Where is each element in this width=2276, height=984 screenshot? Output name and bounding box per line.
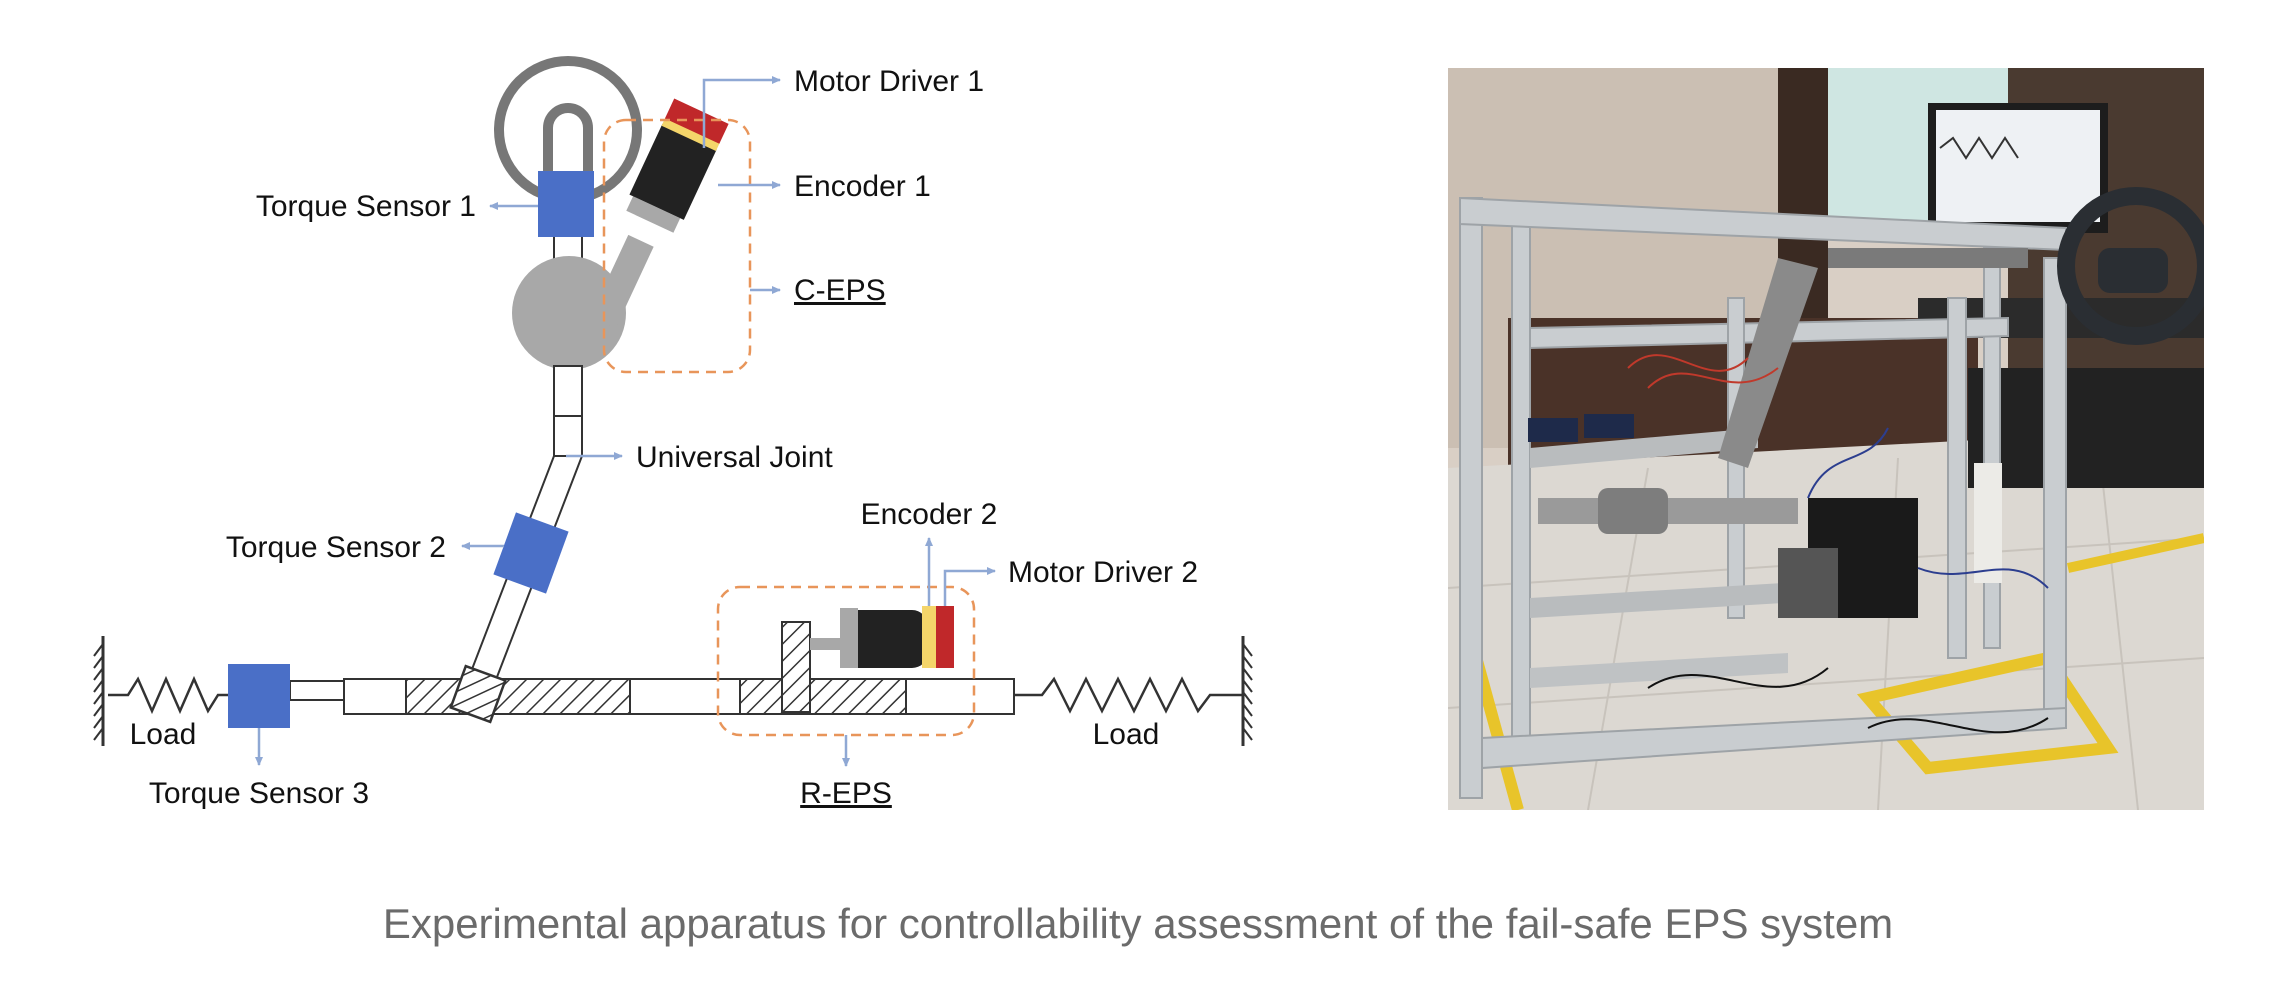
label-c-eps: C-EPS: [794, 274, 886, 307]
label-torque-sensor-3: Torque Sensor 3: [149, 777, 369, 810]
r-eps-boundary: [716, 585, 976, 737]
r-eps-motor-icon: [781, 606, 954, 713]
figure-caption: Experimental apparatus for controllabili…: [382, 900, 1894, 947]
left-spring-load: [93, 636, 228, 746]
label-universal-joint: Universal Joint: [636, 441, 833, 474]
arrow-motor-driver-2: [943, 567, 996, 606]
steering-rack: [289, 678, 1015, 715]
label-motor-driver-1: Motor Driver 1: [794, 65, 984, 98]
eps-schematic-diagram: Motor Driver 1 Encoder 1 Torque Sensor 1…: [93, 56, 1253, 810]
torque-sensor-1-block: [538, 171, 594, 237]
label-load-right: Load: [1093, 718, 1160, 751]
label-torque-sensor-2: Torque Sensor 2: [226, 531, 446, 564]
pinion-icon: [449, 664, 507, 724]
label-torque-sensor-1: Torque Sensor 1: [256, 190, 476, 223]
label-load-left: Load: [130, 718, 197, 751]
arrow-motor-driver-1: [702, 76, 781, 148]
c-eps-boundary: [602, 118, 752, 374]
right-spring-load: [1014, 636, 1253, 746]
c-eps-gear-icon: [512, 256, 626, 370]
test-rig-photo: [1448, 68, 2204, 810]
label-r-eps: R-EPS: [800, 777, 892, 810]
torque-sensor-2-block: [493, 512, 569, 594]
steering-column-lower: [553, 365, 583, 457]
label-encoder-2: Encoder 2: [861, 498, 998, 531]
label-encoder-1: Encoder 1: [794, 170, 931, 203]
torque-sensor-3-block: [228, 664, 290, 728]
label-motor-driver-2: Motor Driver 2: [1008, 556, 1198, 589]
c-eps-motor-icon: [590, 98, 729, 329]
